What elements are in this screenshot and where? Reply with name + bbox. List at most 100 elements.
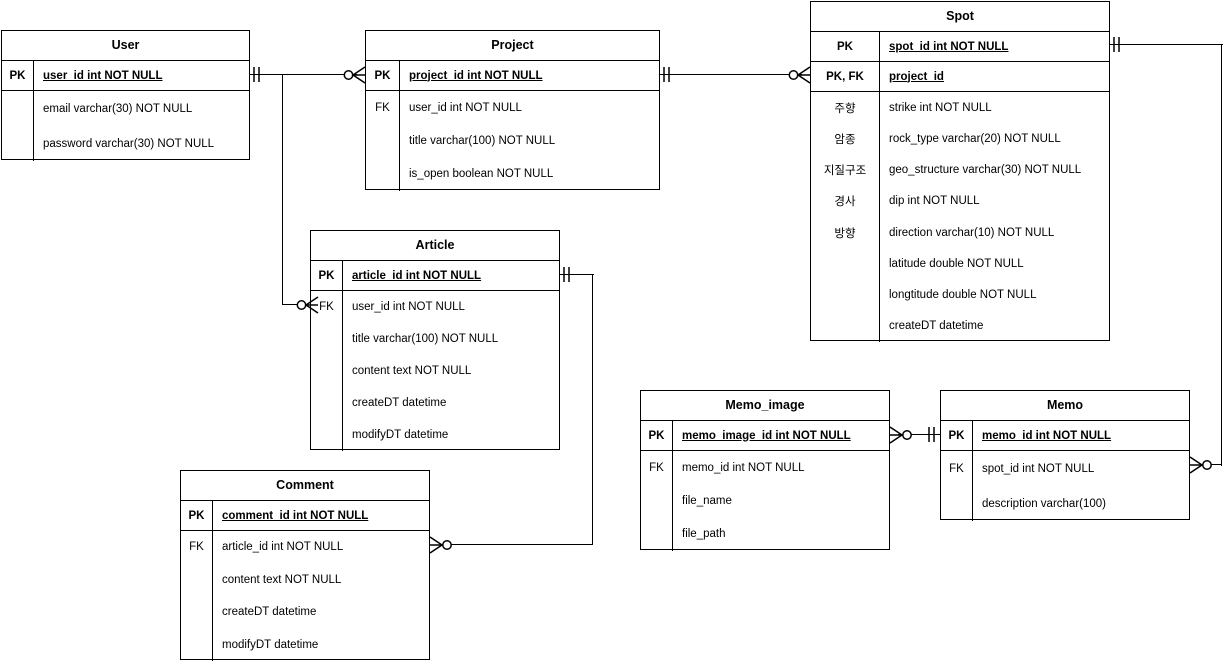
cardinality-one-project-spot xyxy=(663,67,670,82)
cardinality-one-user-project xyxy=(253,67,260,82)
attribute-cell: memo_id int NOT NULL xyxy=(682,461,805,474)
entity-row: 주향 strike int NOT NULL xyxy=(811,92,1109,123)
key-cell xyxy=(181,564,212,597)
key-cell xyxy=(811,248,879,279)
entity-row: PK spot_id int NOT NULL xyxy=(811,32,1109,62)
attribute-cell: article_id int NOT NULL xyxy=(342,261,559,290)
entity-row: content text NOT NULL xyxy=(311,355,559,387)
entity-row: latitude double NOT NULL xyxy=(811,248,1109,279)
attribute-cell: project_id int NOT NULL xyxy=(399,61,659,90)
column-separator xyxy=(972,451,973,521)
entity-row: longtitude double NOT NULL xyxy=(811,280,1109,311)
connector-user-article-horizontal xyxy=(282,304,302,306)
attribute-cell: modifyDT datetime xyxy=(222,638,319,651)
attribute-cell: user_id int NOT NULL xyxy=(33,61,249,90)
cardinality-one-spot-memo xyxy=(1113,37,1120,52)
key-cell xyxy=(311,323,342,355)
entity-row: modifyDT datetime xyxy=(311,419,559,451)
key-cell: 암종 xyxy=(834,133,856,146)
attribute-cell: file_path xyxy=(682,528,726,541)
column-separator xyxy=(399,91,400,191)
attribute-cell: spot_id int NOT NULL xyxy=(982,462,1095,475)
key-cell xyxy=(366,158,399,191)
entity-row: FK memo_id int NOT NULL xyxy=(641,451,889,484)
connector-spot-memo-bottom xyxy=(1203,464,1222,466)
attribute-cell: spot_id int NOT NULL xyxy=(879,32,1109,61)
key-cell: FK xyxy=(319,301,334,313)
connector-article-comment-top xyxy=(560,274,594,276)
attribute-cell: createDT datetime xyxy=(352,397,447,409)
cardinality-zero-or-many-project xyxy=(343,66,366,84)
attribute-cell: rock_type varchar(20) NOT NULL xyxy=(889,132,1061,145)
entity-row: PK project_id int NOT NULL xyxy=(366,61,659,91)
key-cell: 지질구조 xyxy=(823,165,867,178)
column-separator xyxy=(879,92,880,342)
attribute-cell: memo_id int NOT NULL xyxy=(972,421,1189,450)
entity-row: content text NOT NULL xyxy=(181,564,429,597)
key-cell: 방향 xyxy=(834,227,856,240)
attribute-cell: user_id int NOT NULL xyxy=(409,101,522,114)
column-separator xyxy=(212,531,213,661)
key-cell: FK xyxy=(649,461,664,474)
entity-row: 지질구조 geo_structure varchar(30) NOT NULL xyxy=(811,155,1109,186)
key-cell: PK xyxy=(318,269,335,282)
cardinality-zero-or-many-memo-spot xyxy=(1189,456,1212,474)
connector-article-comment-bottom xyxy=(448,544,593,546)
key-cell xyxy=(811,280,879,311)
column-separator xyxy=(342,291,343,451)
key-cell: PK xyxy=(648,429,665,442)
attribute-cell: modifyDT datetime xyxy=(352,429,449,441)
cardinality-one-article-comment xyxy=(563,267,570,282)
connector-user-article-vertical xyxy=(282,74,284,305)
key-cell: PK xyxy=(9,69,26,82)
attribute-cell: content text NOT NULL xyxy=(352,365,472,377)
key-cell: 주향 xyxy=(834,102,856,115)
entity-title-article: Article xyxy=(311,231,559,261)
key-cell: PK, FK xyxy=(826,70,864,83)
cardinality-zero-or-many-comment xyxy=(429,536,452,554)
key-cell xyxy=(181,629,212,661)
key-cell xyxy=(811,311,879,342)
key-cell: FK xyxy=(375,101,390,114)
attribute-cell: is_open boolean NOT NULL xyxy=(409,168,554,181)
entity-title-memo: Memo xyxy=(941,391,1189,421)
attribute-cell: project_id xyxy=(879,62,1109,91)
key-cell: PK xyxy=(374,69,391,82)
column-separator xyxy=(672,451,673,551)
entity-row: FK user_id int NOT NULL xyxy=(366,91,659,124)
entity-row: file_path xyxy=(641,518,889,551)
attribute-cell: email varchar(30) NOT NULL xyxy=(43,102,193,115)
entity-title-comment: Comment xyxy=(181,471,429,501)
attribute-cell: geo_structure varchar(30) NOT NULL xyxy=(889,164,1082,177)
key-cell: PK xyxy=(837,40,853,53)
entity-row: title varchar(100) NOT NULL xyxy=(366,124,659,157)
entity-row: PK, FK project_id xyxy=(811,62,1109,92)
entity-row: createDT datetime xyxy=(811,311,1109,342)
cardinality-zero-or-many-article-user xyxy=(296,296,319,314)
entity-row: FK spot_id int NOT NULL xyxy=(941,451,1189,486)
connector-article-comment-vertical xyxy=(592,274,594,545)
key-cell: 경사 xyxy=(834,196,856,209)
attribute-cell: description varchar(100) xyxy=(982,497,1107,510)
key-cell: PK xyxy=(188,509,205,522)
key-cell xyxy=(181,596,212,629)
entity-row: createDT datetime xyxy=(181,596,429,629)
cardinality-one-memo-memoimage xyxy=(928,427,935,442)
attribute-cell: createDT datetime xyxy=(889,320,984,333)
connector-memoimage-memo xyxy=(898,434,940,436)
key-cell: FK xyxy=(949,462,964,475)
column-separator xyxy=(33,91,34,161)
attribute-cell: strike int NOT NULL xyxy=(889,101,992,114)
entity-row: title varchar(100) NOT NULL xyxy=(311,323,559,355)
attribute-cell: longtitude double NOT NULL xyxy=(889,289,1037,302)
